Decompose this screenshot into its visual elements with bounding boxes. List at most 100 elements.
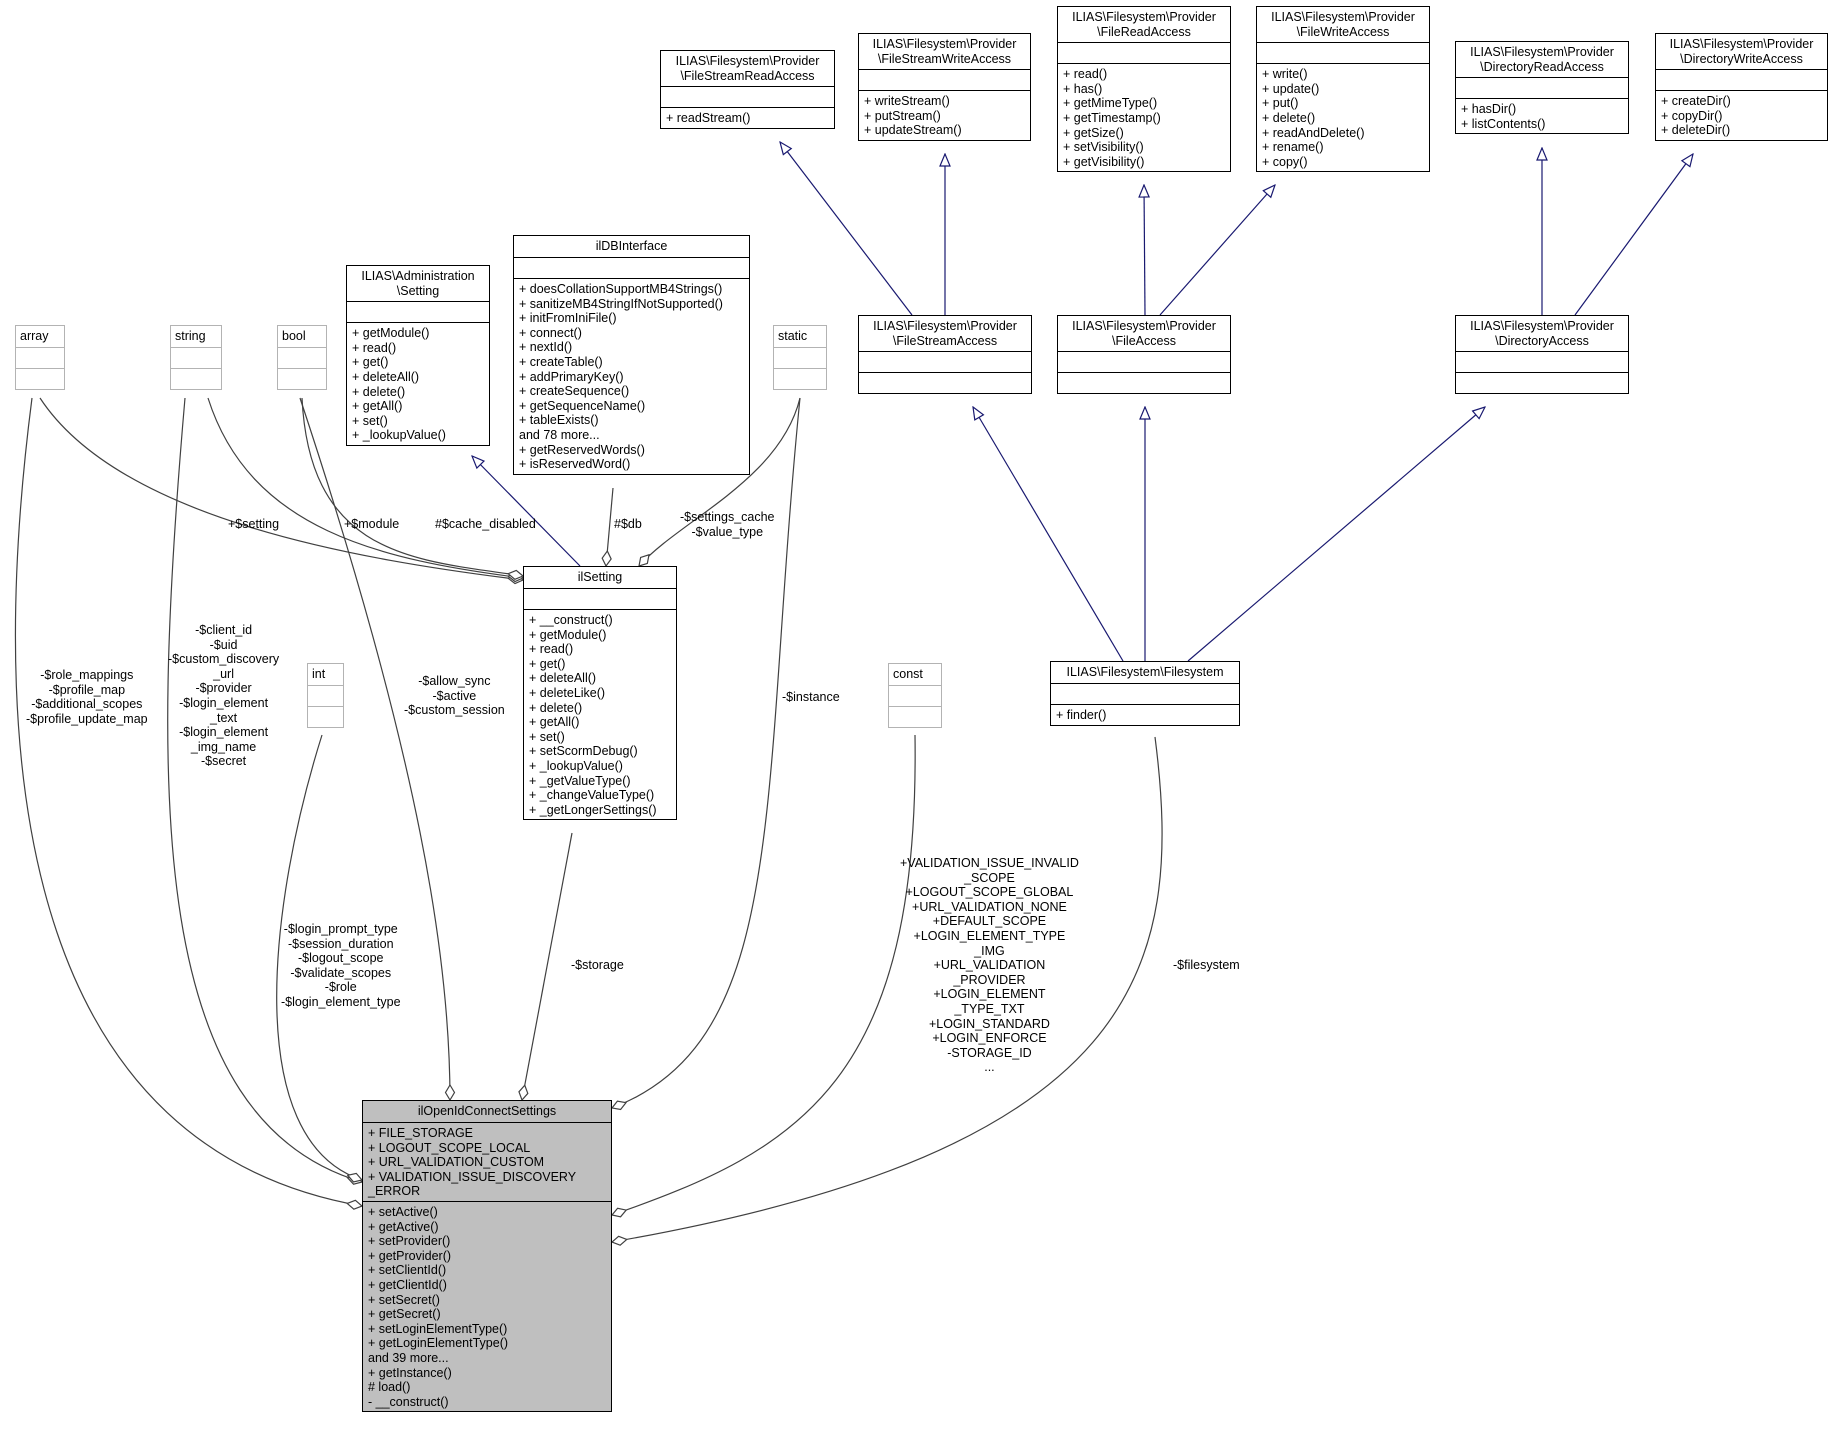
edge-label-db: #$db bbox=[614, 517, 642, 532]
class-methods bbox=[278, 368, 326, 389]
edge-label-line: -$uid bbox=[209, 637, 238, 652]
class-title: ILIAS\Filesystem\Provider\FileStreamAcce… bbox=[859, 316, 1031, 351]
method-line: + delete() bbox=[352, 384, 406, 399]
edge-label-line: -$profile_update_map bbox=[26, 711, 148, 726]
method-line: + getProvider() bbox=[368, 1248, 452, 1263]
class-name-line: bool bbox=[282, 329, 306, 343]
edge-label-line: -STORAGE_ID bbox=[947, 1045, 1032, 1060]
class-name-line: \DirectoryReadAccess bbox=[1480, 59, 1604, 74]
method-line: + _getValueType() bbox=[529, 773, 631, 788]
class-static[interactable]: static bbox=[773, 325, 827, 390]
edge-label-line: -$settings_cache bbox=[680, 510, 775, 524]
edge-label-line: ... bbox=[984, 1060, 995, 1075]
class-attributes bbox=[1257, 42, 1429, 63]
class-methods bbox=[889, 706, 941, 727]
class-name-line: \DirectoryAccess bbox=[1495, 333, 1589, 348]
method-line: + _lookupValue() bbox=[352, 428, 446, 443]
method-line: + sanitizeMB4StringIfNotSupported() bbox=[519, 296, 723, 311]
class-name-line: const bbox=[893, 667, 923, 681]
method-line: + createTable() bbox=[519, 354, 603, 369]
class-methods bbox=[1058, 372, 1230, 393]
class-attributes bbox=[1058, 42, 1230, 63]
edge-label-line: _img_name bbox=[190, 739, 257, 754]
class-title: bool bbox=[278, 326, 326, 347]
method-line: + hasDir() bbox=[1461, 102, 1517, 117]
edge-label-const-main: +VALIDATION_ISSUE_INVALID_SCOPE+LOGOUT_S… bbox=[900, 856, 1079, 1075]
class-title: ilOpenIdConnectSettings bbox=[363, 1101, 611, 1122]
method-line: # load() bbox=[368, 1380, 411, 1395]
class-name-line: static bbox=[778, 329, 808, 343]
edge-label-line: +VALIDATION_ISSUE_INVALID bbox=[900, 856, 1079, 870]
method-line: + finder() bbox=[1056, 708, 1107, 722]
method-line: + updateStream() bbox=[864, 123, 962, 138]
method-line: + isReservedWord() bbox=[519, 457, 631, 472]
class-title: ILIAS\Filesystem\Provider\DirectoryAcces… bbox=[1456, 316, 1628, 351]
edge-label-line: +LOGIN_ENFORCE bbox=[932, 1031, 1047, 1046]
class-array[interactable]: array bbox=[15, 325, 65, 390]
class-const[interactable]: const bbox=[888, 663, 942, 728]
method-line: + put() bbox=[1262, 96, 1299, 111]
class-name-line: ILIAS\Filesystem\Provider bbox=[1072, 319, 1216, 333]
class-filesystem[interactable]: ILIAS\Filesystem\Filesystem + finder() bbox=[1050, 661, 1240, 726]
class-ilopenidconnectsettings[interactable]: ilOpenIdConnectSettings + FILE_STORAGE+ … bbox=[362, 1100, 612, 1413]
class-string[interactable]: string bbox=[170, 325, 222, 390]
edge-filesystem-to-main bbox=[612, 736, 1163, 1242]
edge-label-cache-disabled: #$cache_disabled bbox=[435, 517, 536, 532]
class-bool[interactable]: bool bbox=[277, 325, 327, 390]
class-ilsetting[interactable]: ilSetting + __construct()+ getModule()+ … bbox=[523, 566, 677, 821]
class-file-write-access[interactable]: ILIAS\Filesystem\Provider\FileWriteAcces… bbox=[1256, 6, 1430, 173]
method-line: + tableExists() bbox=[519, 413, 599, 428]
edge-label-line: -$login_element_type bbox=[281, 994, 401, 1009]
class-administration-setting[interactable]: ILIAS\Administration\Setting + getModule… bbox=[346, 265, 490, 446]
edge-label-line: -$instance bbox=[782, 690, 840, 704]
class-methods: + doesCollationSupportMB4Strings()+ sani… bbox=[514, 278, 749, 474]
class-name-line: \FileStreamReadAccess bbox=[680, 68, 815, 83]
edge-label-line: -$client_id bbox=[195, 623, 253, 637]
method-line: + readStream() bbox=[666, 111, 751, 126]
class-file-stream-access[interactable]: ILIAS\Filesystem\Provider\FileStreamAcce… bbox=[858, 315, 1032, 395]
edge-label-line: _SCOPE bbox=[964, 870, 1015, 885]
class-directory-read-access[interactable]: ILIAS\Filesystem\Provider\DirectoryReadA… bbox=[1455, 41, 1629, 135]
method-line: + writeStream() bbox=[864, 94, 950, 109]
edge-label-line: _IMG bbox=[974, 943, 1005, 958]
class-attributes bbox=[1456, 351, 1628, 372]
class-name-line: ILIAS\Filesystem\Provider bbox=[872, 37, 1017, 51]
method-line: + setActive() bbox=[368, 1204, 438, 1219]
class-name-line: array bbox=[20, 329, 49, 343]
edge-static-to-main bbox=[612, 397, 801, 1108]
class-methods bbox=[16, 368, 64, 389]
method-line: + __construct() bbox=[529, 613, 613, 627]
class-attributes bbox=[308, 685, 343, 706]
class-name-line: ILIAS\Filesystem\Provider bbox=[873, 319, 1017, 333]
class-file-read-access[interactable]: ILIAS\Filesystem\Provider\FileReadAccess… bbox=[1057, 6, 1231, 173]
edge-label-line: -$filesystem bbox=[1173, 958, 1240, 972]
edge-label-line: _PROVIDER bbox=[953, 972, 1026, 987]
method-line: + createDir() bbox=[1661, 94, 1731, 109]
edge-ilsetting-to-main bbox=[522, 832, 573, 1100]
class-file-stream-write-access[interactable]: ILIAS\Filesystem\Provider\FileStreamWrit… bbox=[858, 33, 1031, 141]
edge-static-to-ilsetting bbox=[639, 397, 801, 566]
edge-label-line: -$login_element bbox=[179, 695, 269, 710]
class-directory-write-access[interactable]: ILIAS\Filesystem\Provider\DirectoryWrite… bbox=[1655, 33, 1828, 141]
class-name-line: ILIAS\Filesystem\Provider bbox=[1072, 10, 1216, 24]
class-int[interactable]: int bbox=[307, 663, 344, 728]
class-attributes bbox=[1656, 69, 1827, 90]
method-line: + getSecret() bbox=[368, 1307, 441, 1322]
class-name-line: string bbox=[175, 329, 206, 343]
class-attributes bbox=[889, 685, 941, 706]
class-file-access[interactable]: ILIAS\Filesystem\Provider\FileAccess bbox=[1057, 315, 1231, 395]
class-title: ILIAS\Administration\Setting bbox=[347, 266, 489, 301]
edge-label-line: +LOGOUT_SCOPE_GLOBAL bbox=[905, 885, 1074, 900]
edge-label-line: +$module bbox=[344, 517, 400, 531]
class-ildbinterface[interactable]: ilDBInterface + doesCollationSupportMB4S… bbox=[513, 235, 750, 475]
attribute-line: + LOGOUT_SCOPE_LOCAL bbox=[368, 1140, 531, 1155]
edge-label-line: -$profile_map bbox=[48, 682, 126, 697]
edge-label-line: -$additional_scopes bbox=[31, 697, 143, 712]
class-directory-access[interactable]: ILIAS\Filesystem\Provider\DirectoryAcces… bbox=[1455, 315, 1629, 395]
class-file-stream-read-access[interactable]: ILIAS\Filesystem\Provider\FileStreamRead… bbox=[660, 50, 835, 130]
edge-label-line: +URL_VALIDATION bbox=[933, 958, 1046, 973]
edge-string-to-ilsetting bbox=[207, 397, 523, 578]
edge-ilsetting-to-adminsetting bbox=[472, 456, 581, 567]
edge-array-to-main bbox=[14, 397, 362, 1206]
edge-label-line: -$active bbox=[432, 688, 477, 703]
